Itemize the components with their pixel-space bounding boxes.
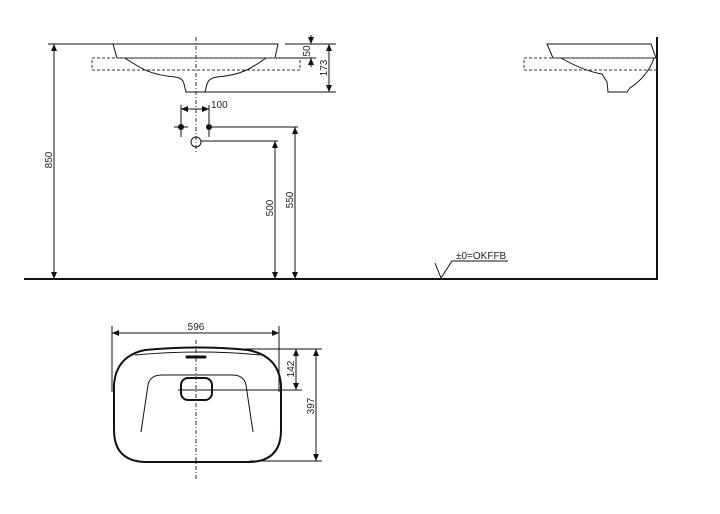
dim-label-tap-spacing: 100 [211, 100, 228, 111]
dim-label-drain-height: 500 [265, 199, 276, 216]
tap-connections [174, 105, 212, 148]
dim-label-tap-height: 550 [285, 191, 296, 208]
front-view-basin [91, 37, 301, 152]
floor-level-symbol [434, 260, 508, 280]
drain-icon [190, 136, 202, 148]
dim-label-basin-depth: 173 [319, 59, 330, 76]
plan-view-basin [113, 340, 282, 480]
floor-reference-label: ±0=OKFFB [456, 251, 507, 262]
dim-label-overflow-offset: 142 [286, 360, 297, 377]
dim-label-depth: 397 [306, 397, 317, 414]
dim-label-width: 596 [188, 322, 205, 333]
dim-label-total-height: 850 [44, 151, 55, 168]
dim-label-rim-height: 50 [302, 45, 313, 57]
side-view-basin [523, 43, 658, 93]
